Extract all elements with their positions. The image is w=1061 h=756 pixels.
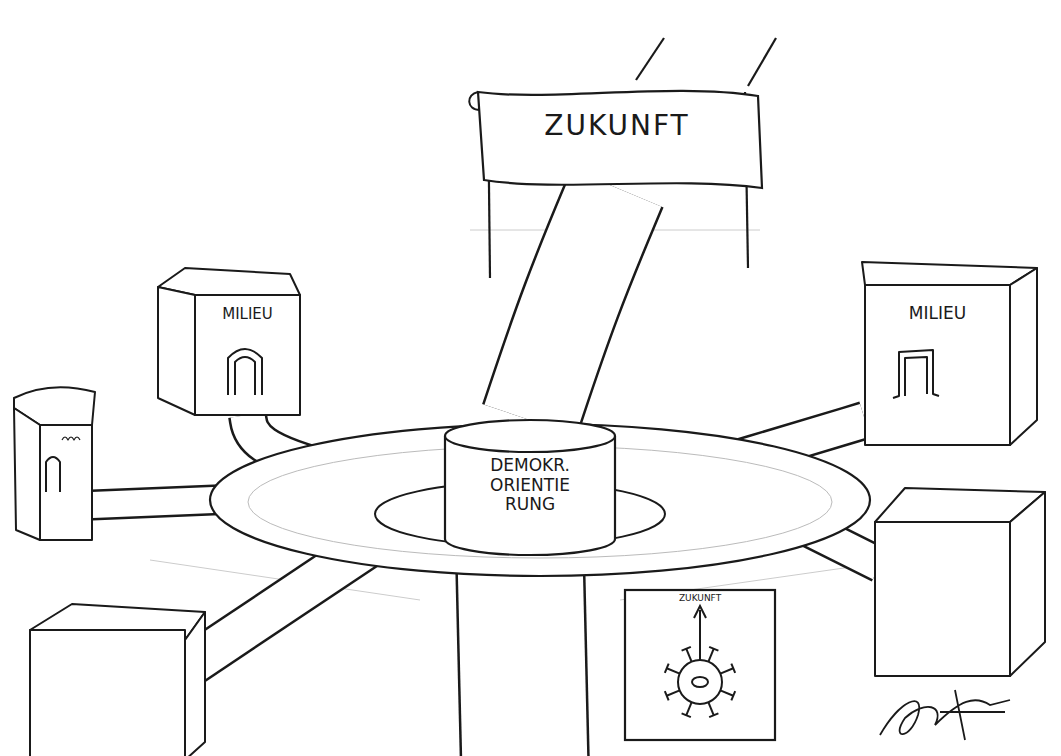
inset-spoke-tick xyxy=(731,664,735,673)
node-label: ZUKUNFT xyxy=(482,110,752,142)
building-front xyxy=(195,295,300,415)
inset-spoke-tick xyxy=(665,691,669,700)
node-banner: ZUKUNFT xyxy=(472,88,762,188)
inset-spoke xyxy=(708,702,713,715)
node-label: MILIEU xyxy=(868,304,1008,324)
inset-arrow-head xyxy=(694,606,706,618)
cylinder-top xyxy=(445,420,615,452)
node-label: MILIEU xyxy=(198,306,298,323)
inset-arrow-shaft xyxy=(699,610,701,660)
node-label: DEMOKR. ORIENTIE RUNG xyxy=(471,456,589,515)
box-front xyxy=(875,522,1010,676)
inset-spoke-tick xyxy=(731,691,735,700)
inset-spoke xyxy=(667,668,680,673)
inset-roundabout xyxy=(678,660,722,704)
road-surface xyxy=(520,555,525,756)
banner-outline xyxy=(478,91,762,188)
building-door-inner xyxy=(235,357,255,395)
signature xyxy=(880,690,1010,740)
road-edge xyxy=(520,555,525,756)
node-housel: MILIEU xyxy=(195,290,300,415)
box-front xyxy=(30,630,185,756)
inset-spoke xyxy=(686,702,691,715)
node-text-box: MILIEU xyxy=(868,280,1008,324)
building-roof xyxy=(862,262,1037,285)
node-outline xyxy=(625,590,775,740)
building-door-inner xyxy=(905,357,927,396)
node-text-box: DEMOKR. ORIENTIE RUNG xyxy=(471,420,589,515)
node-text-box: ZUKUNFT xyxy=(482,88,752,142)
building-door xyxy=(46,457,60,492)
road-edge xyxy=(530,188,617,420)
inset-spoke xyxy=(708,649,713,662)
node-inset: ZUKUNFT xyxy=(625,590,775,740)
road-surface xyxy=(530,188,617,420)
building-door xyxy=(893,350,939,398)
box-side xyxy=(1010,492,1045,676)
node-text-box: MILIEU xyxy=(198,290,298,323)
cylinder-body xyxy=(445,436,615,555)
inset-spoke-tick xyxy=(682,647,691,651)
road-line xyxy=(636,38,664,80)
inset-spoke xyxy=(720,668,733,673)
box-side xyxy=(185,612,205,756)
node-text-box: ZUKUNFT xyxy=(630,590,770,603)
building-door xyxy=(228,349,262,395)
inset-spoke-tick xyxy=(709,647,718,651)
scribble xyxy=(62,437,80,440)
road-surface xyxy=(180,545,370,672)
inset-spoke xyxy=(667,690,680,695)
road-edge xyxy=(180,545,370,672)
banner-curl xyxy=(469,92,480,110)
inset-centre xyxy=(692,677,708,687)
inset-spoke-tick xyxy=(709,713,718,717)
building-side xyxy=(14,408,40,540)
inset-spoke xyxy=(686,649,691,662)
inset-spoke-tick xyxy=(665,664,669,673)
inset-spoke xyxy=(720,690,733,695)
node-houser: MILIEU xyxy=(865,280,1010,445)
node-cylinder: DEMOKR. ORIENTIE RUNG xyxy=(445,420,615,555)
road-connector xyxy=(530,188,617,420)
inset-frame xyxy=(625,590,775,740)
building-front xyxy=(40,425,92,540)
building-side xyxy=(158,287,195,415)
inset-spoke-tick xyxy=(682,713,691,717)
building-side xyxy=(1010,268,1037,445)
building-front xyxy=(865,285,1010,445)
road-line xyxy=(748,38,776,86)
node-label: ZUKUNFT xyxy=(630,593,770,603)
